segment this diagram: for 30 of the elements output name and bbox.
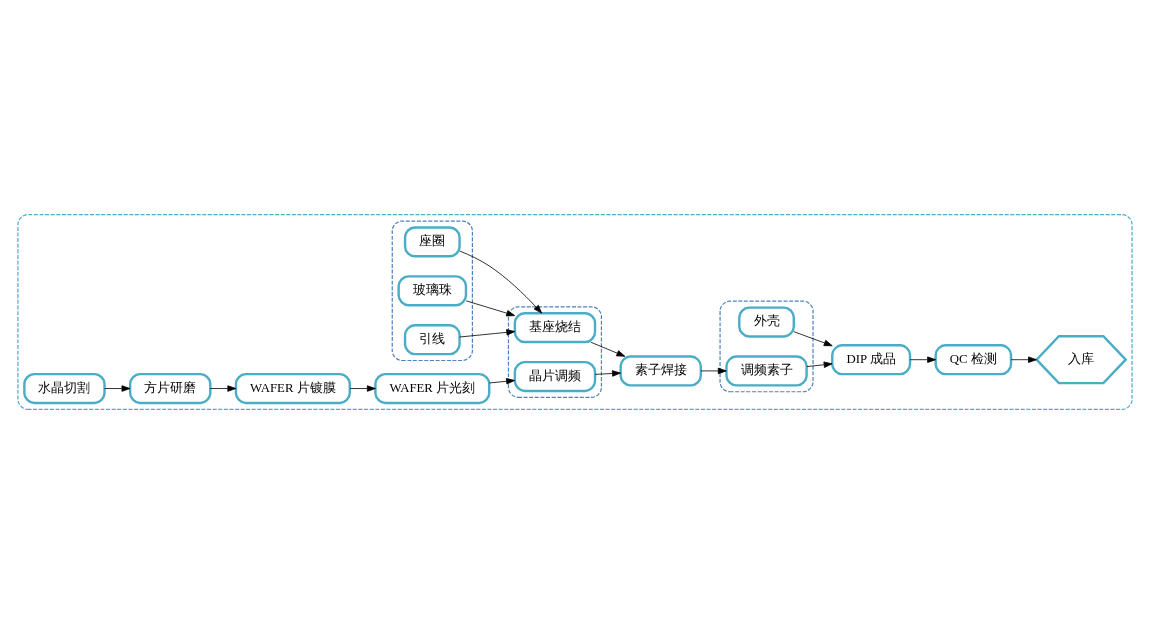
arrow (590, 341, 626, 357)
arrow (594, 370, 621, 377)
arrow (465, 300, 516, 317)
arrow (700, 367, 727, 375)
node-box: 座圈 (403, 226, 461, 258)
arrow (209, 385, 237, 392)
node-box: QC 检测 (934, 344, 1013, 376)
node-box: 调频素子 (725, 355, 808, 387)
node-box: 晶片调频 (513, 360, 597, 393)
cluster (17, 214, 1133, 410)
cluster (391, 220, 473, 362)
arrow (349, 385, 376, 392)
arrow (489, 378, 515, 385)
node-box: WAFER 片光刻 (374, 372, 491, 405)
arrow (459, 329, 516, 338)
node-box: 玻璃珠 (397, 275, 468, 307)
arrow (459, 250, 543, 314)
arrow (806, 361, 833, 368)
node-box: WAFER 片镀膜 (234, 372, 351, 405)
arrow (1010, 356, 1037, 363)
node-box: 引线 (403, 324, 461, 356)
arrow (793, 331, 833, 347)
node-box: 基座烧结 (513, 312, 597, 344)
arrow (104, 385, 131, 392)
node-box: 方片研磨 (128, 372, 212, 405)
node-box: 素子焊接 (619, 355, 703, 387)
node-box: DIP 成品 (831, 344, 912, 376)
arrow (909, 356, 937, 363)
node-box: 外壳 (738, 306, 795, 338)
node-box: 水晶切割 (23, 372, 106, 405)
